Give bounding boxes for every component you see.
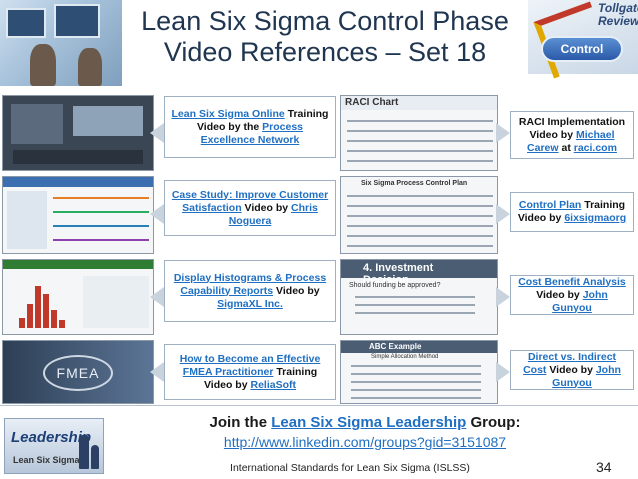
group-url-link[interactable]: http://www.linkedin.com/groups?gid=31510… [223,434,507,450]
join-group-text: Join the Lean Six Sigma Leadership Group… [209,414,521,431]
thumb-title: RACI Chart [341,96,497,110]
video-thumbnail-fmea[interactable]: FMEA [2,340,154,404]
arrow-right-icon [496,204,510,224]
link-author[interactable]: 6ixsigmaorg [564,212,627,224]
tollgate-text: Tollgate Review [598,1,638,28]
logo-title: Leadership [11,429,92,446]
arrow-right-icon [496,123,510,143]
page-title: Lean Six Sigma Control Phase Video Refer… [120,6,530,68]
arrow-left-icon [150,123,164,143]
callout-cost-benefit[interactable]: Cost Benefit Analysis Video by John Guny… [510,275,634,315]
callout-direct-indirect[interactable]: Direct vs. Indirect Cost Video by John G… [510,350,634,390]
page-number: 34 [596,459,612,475]
link-author[interactable]: Chris Noguera [228,201,318,227]
link-author[interactable]: ReliaSoft [250,378,296,391]
photo-person [78,48,102,86]
video-thumbnail-case-study[interactable] [2,176,154,254]
thumb-title: Six Sigma Process Control Plan [361,180,468,187]
photo-monitor [54,4,100,38]
header-photo [0,0,122,86]
video-thumbnail-control-plan[interactable]: Six Sigma Process Control Plan [340,176,498,254]
callout-raci[interactable]: RACI Implementation Video by Michael Car… [510,111,634,159]
link-video-title[interactable]: Case Study: Improve Customer Satisfactio… [171,188,329,214]
arrow-left-icon [150,362,164,382]
callout-control-plan[interactable]: Control Plan Training Video by 6ixsigmao… [510,192,634,232]
link-video-title[interactable]: Control Plan [518,199,582,211]
arrow-right-icon [496,287,510,307]
title-line-2: Video References – Set 18 [163,37,487,67]
arrow-right-icon [496,362,510,382]
leadership-logo: Leadership Lean Six Sigma [4,418,104,474]
link-author[interactable]: Michael Carew [527,128,615,154]
video-thumbnail-histograms[interactable] [2,259,154,335]
video-thumbnail-raci[interactable]: RACI Chart [340,95,498,171]
arrow-left-icon [150,287,164,307]
callout-fmea[interactable]: How to Become an Effective FMEA Practiti… [164,344,336,400]
video-thumbnail-direct-indirect[interactable]: ABC Example Simple Allocation Method [340,340,498,404]
link-video-title[interactable]: Lean Six Sigma Online [171,107,285,120]
link-author[interactable]: John Gunyou [552,288,608,314]
link-author[interactable]: Process Excellence Network [200,120,304,146]
chess-pawn-icon [91,445,99,469]
thumb-title: ABC Example [341,341,497,353]
footer-divider [0,405,638,406]
video-thumbnail-cost-benefit[interactable]: 4. Investment Decision Should funding be… [340,259,498,335]
link-video-title[interactable]: Direct vs. Indirect Cost [523,350,617,376]
fmea-emblem: FMEA [43,355,113,391]
link-author[interactable]: John Gunyou [552,363,621,389]
chess-king-icon [79,435,89,469]
logo-subtitle: Lean Six Sigma [13,455,80,465]
callout-lss-online[interactable]: Lean Six Sigma Online Training Video by … [164,96,336,158]
group-link[interactable]: Lean Six Sigma Leadership [271,414,467,431]
photo-monitor [6,8,46,38]
callout-case-study[interactable]: Case Study: Improve Customer Satisfactio… [164,180,336,236]
arrow-left-icon [150,204,164,224]
link-video-title[interactable]: Display Histograms & Process Capability … [173,271,327,297]
link-site[interactable]: raci.com [573,141,617,154]
thumb-title: 4. Investment Decision [341,260,497,286]
link-video-title[interactable]: Cost Benefit Analysis [518,275,626,288]
link-author[interactable]: SigmaXL Inc. [217,297,283,310]
callout-histograms[interactable]: Display Histograms & Process Capability … [164,260,336,322]
control-phase-badge: Control [541,36,623,62]
footer-text: International Standards for Lean Six Sig… [230,462,470,474]
title-line-1: Lean Six Sigma Control Phase [141,6,509,36]
link-video-title[interactable]: How to Become an Effective FMEA Practiti… [179,352,321,378]
video-thumbnail-lss-online[interactable] [2,95,154,171]
photo-person [30,44,56,86]
